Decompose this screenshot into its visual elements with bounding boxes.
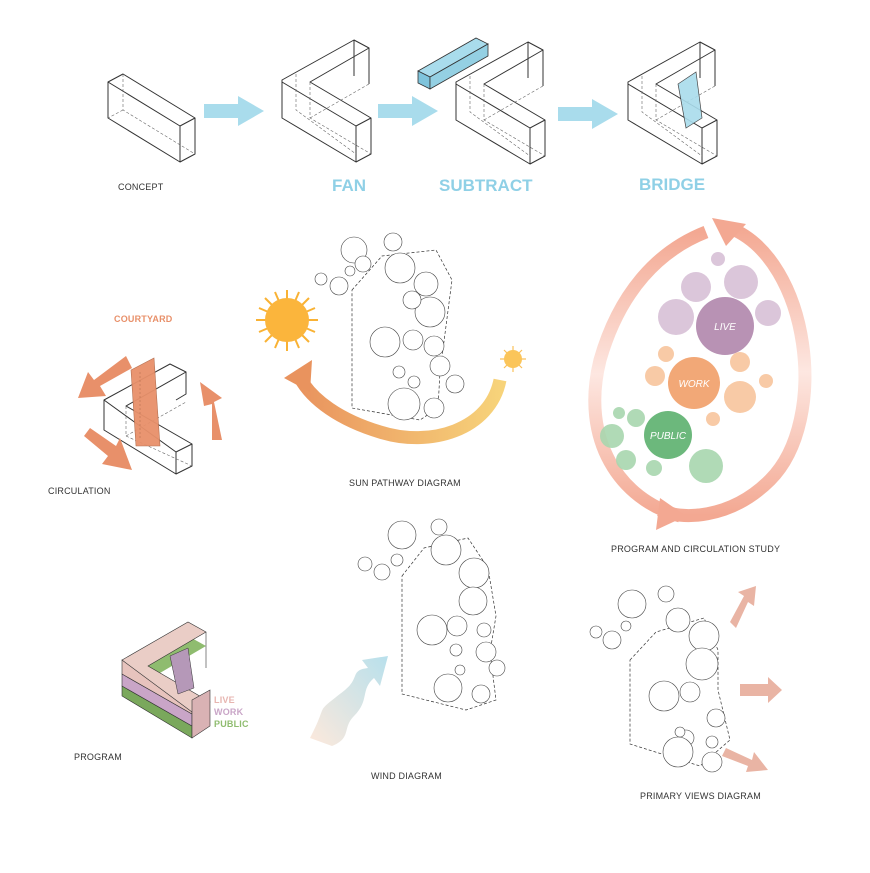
bubble-live-text: LIVE bbox=[714, 322, 736, 333]
circulation-diagram bbox=[78, 356, 222, 475]
label-circulation: CIRCULATION bbox=[48, 486, 111, 496]
trees-sun bbox=[314, 232, 465, 421]
legend-work: WORK bbox=[214, 707, 244, 717]
bridge-massing bbox=[627, 41, 718, 165]
label-program-circulation: PROGRAM AND CIRCULATION STUDY bbox=[611, 544, 781, 554]
label-courtyard: COURTYARD bbox=[114, 314, 173, 324]
legend-public: PUBLIC bbox=[214, 719, 249, 729]
concept-massing bbox=[107, 73, 196, 163]
label-bridge: BRIDGE bbox=[639, 175, 706, 194]
bubble-public-text: PUBLIC bbox=[650, 431, 687, 442]
step-arrow-3 bbox=[558, 99, 618, 129]
legend-live: LIVE bbox=[214, 695, 235, 705]
sun-large-icon bbox=[256, 290, 318, 351]
step-arrow-1 bbox=[204, 96, 264, 126]
bubble-cluster: LIVE WORK PUBLIC bbox=[600, 252, 781, 483]
trees-wind bbox=[357, 518, 506, 704]
label-program: PROGRAM bbox=[74, 752, 122, 762]
program-diagram bbox=[121, 621, 211, 739]
label-wind: WIND DIAGRAM bbox=[371, 771, 442, 781]
sun-pathway-diagram bbox=[256, 232, 526, 445]
fan-massing bbox=[281, 39, 372, 163]
bubble-work-text: WORK bbox=[678, 379, 710, 390]
label-sun-pathway: SUN PATHWAY DIAGRAM bbox=[349, 478, 461, 488]
sun-small-icon bbox=[500, 346, 526, 372]
subtract-massing bbox=[417, 37, 546, 165]
label-fan: FAN bbox=[332, 176, 366, 195]
label-subtract: SUBTRACT bbox=[439, 176, 533, 195]
program-circulation-study: LIVE WORK PUBLIC bbox=[588, 218, 812, 530]
wind-diagram bbox=[310, 518, 506, 746]
primary-views-diagram bbox=[589, 585, 782, 773]
label-primary-views: PRIMARY VIEWS DIAGRAM bbox=[640, 791, 761, 801]
step-arrow-2 bbox=[378, 96, 438, 126]
trees-views bbox=[589, 585, 726, 773]
label-concept: CONCEPT bbox=[118, 182, 164, 192]
